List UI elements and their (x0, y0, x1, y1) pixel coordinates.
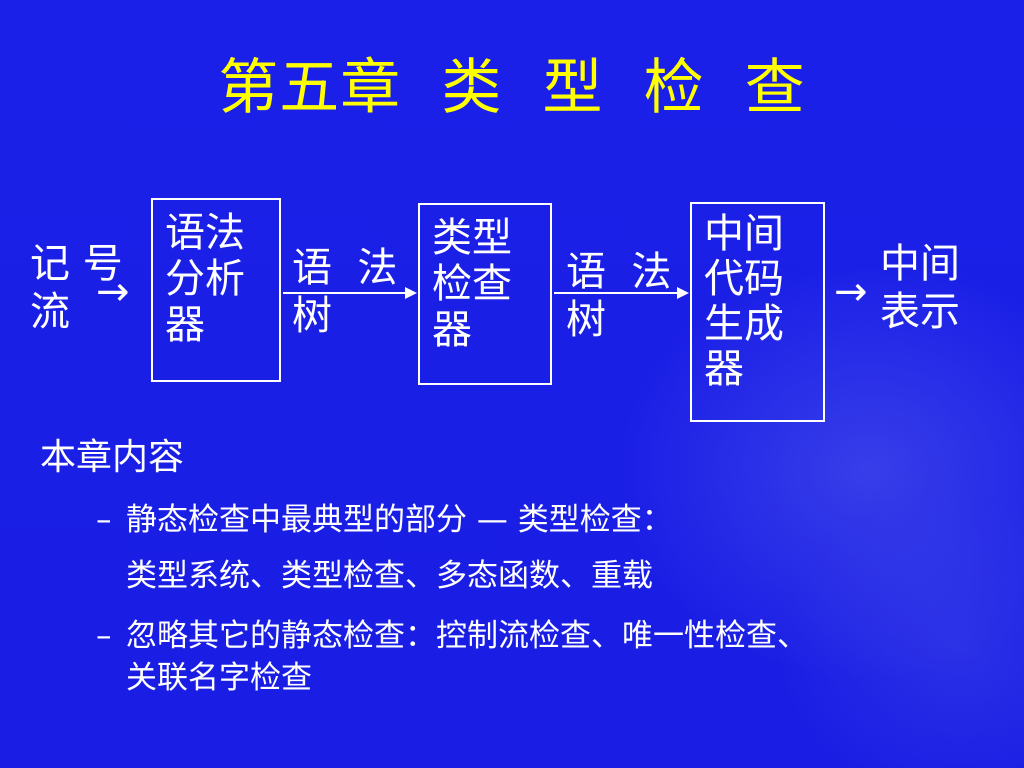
section-heading: 本章内容 (40, 437, 185, 478)
input-label-token-stream: 记 号 流 (30, 241, 123, 335)
arrow-icon-input: → (96, 269, 130, 315)
bullet-marker-1: – (96, 502, 112, 538)
label-syntax-tree-1: 语 法 树 (292, 245, 398, 339)
bullet-2-line-2: 关联名字检查 (126, 660, 312, 696)
bullet-marker-2: – (96, 618, 112, 654)
slide-title: 第五章 类 型 检 查 (218, 53, 806, 123)
bullet-1-line-1: 静态检查中最典型的部分 — 类型检查： (126, 502, 673, 538)
box-parser: 语法 分析 器 (151, 198, 281, 382)
box-type-checker: 类型 检查 器 (418, 203, 552, 385)
bullet-2-line-1: 忽略其它的静态检查：控制流检查、唯一性检查、 (126, 618, 808, 654)
arrow-icon-output: → (834, 269, 868, 315)
output-label-intermediate-representation: 中间 表示 (880, 241, 960, 335)
arrow-icon-checker-to-generator (554, 287, 689, 299)
bullet-1-line-2: 类型系统、类型检查、多态函数、重载 (126, 558, 653, 594)
label-syntax-tree-2: 语 法 树 (566, 249, 672, 343)
box-intermediate-code-generator: 中间 代码 生成 器 (690, 202, 825, 422)
arrow-icon-parser-to-checker (283, 287, 417, 299)
